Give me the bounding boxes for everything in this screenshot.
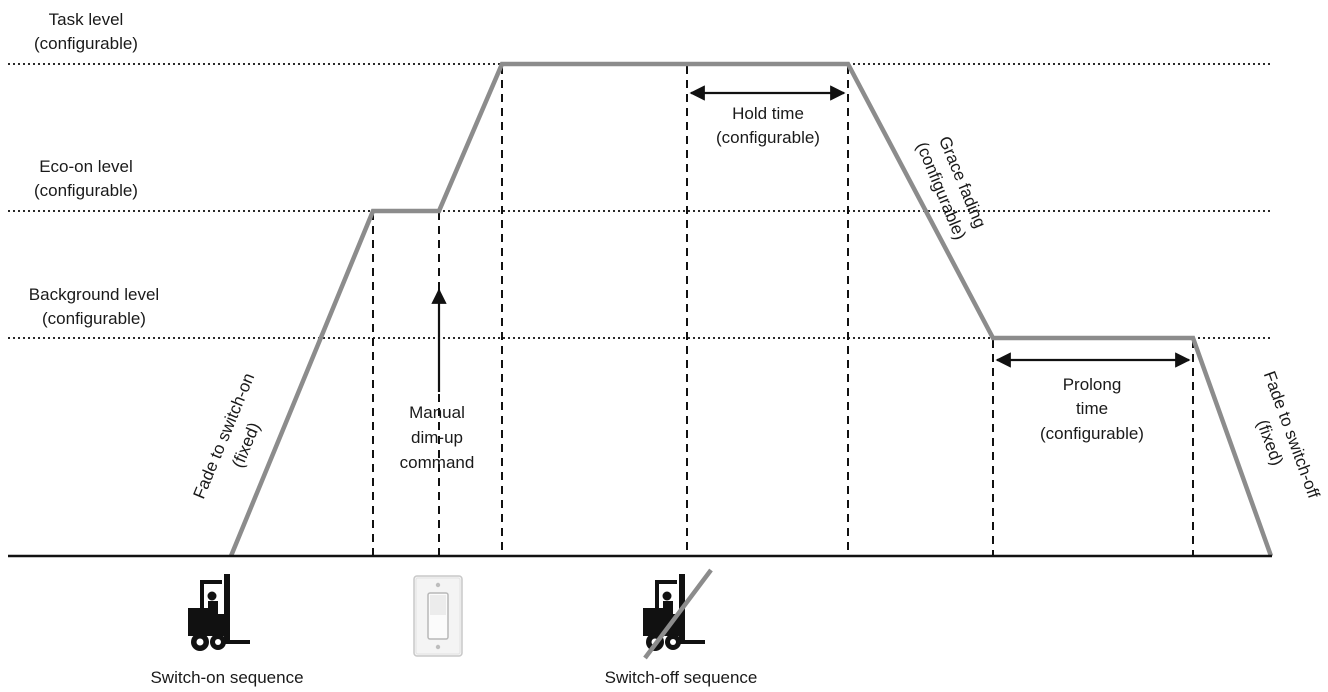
background-level-name: Background level xyxy=(29,285,159,304)
task-level-name: Task level xyxy=(49,10,124,29)
prolong-time-note: (configurable) xyxy=(1040,424,1144,443)
forklift-icon xyxy=(188,574,250,651)
manual-command-label-3: command xyxy=(400,453,475,472)
switch-on-sequence-label: Switch-on sequence xyxy=(150,668,303,687)
switch-off-sequence-label: Switch-off sequence xyxy=(605,668,758,687)
light-level-profile xyxy=(228,61,1274,557)
forklift-crossed-icon xyxy=(643,568,713,660)
eco-level-note: (configurable) xyxy=(34,181,138,200)
eco-level-name: Eco-on level xyxy=(39,157,133,176)
background-level-note: (configurable) xyxy=(42,309,146,328)
hold-time-label: Hold time xyxy=(732,104,804,123)
hold-time-note: (configurable) xyxy=(716,128,820,147)
manual-command-label-1: Manual xyxy=(409,403,465,422)
wall-switch-icon xyxy=(413,575,463,657)
prolong-time-label: Prolong xyxy=(1063,375,1122,394)
prolong-time-label-2: time xyxy=(1076,399,1108,418)
manual-command-label-2: dim-up xyxy=(411,428,463,447)
task-level-note: (configurable) xyxy=(34,34,138,53)
